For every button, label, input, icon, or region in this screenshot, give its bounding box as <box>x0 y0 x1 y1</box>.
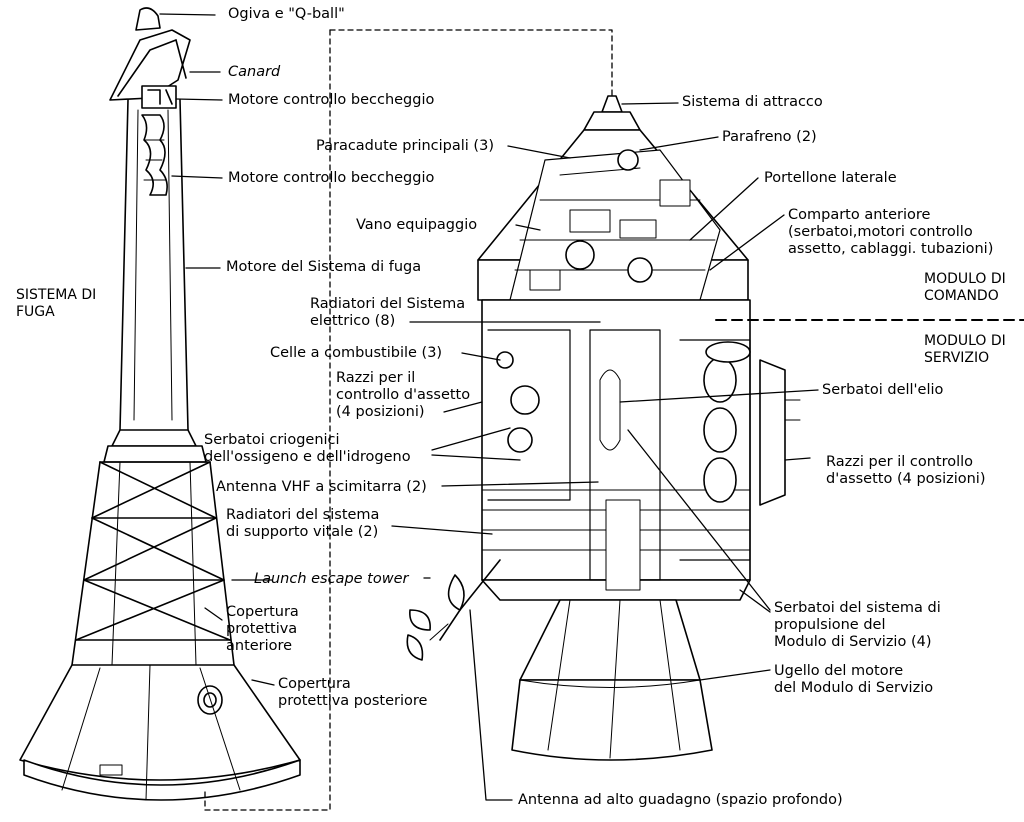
label-criogenici-line2: dell'ossigeno e dell'idrogeno <box>204 449 411 465</box>
label-copertura-ant-line3: anteriore <box>226 638 293 654</box>
section-modulo-comando: MODULO DI COMANDO <box>924 271 1006 305</box>
section-sistema-fuga-line2: FUGA <box>16 304 55 320</box>
label-razzi-dx: Razzi per il controllo d'assetto (4 posi… <box>826 454 986 488</box>
label-ugello: Ugello del motore del Modulo di Servizio <box>774 663 933 697</box>
label-antenna-vhf: Antenna VHF a scimitarra (2) <box>216 479 427 495</box>
label-razzi-sx: Razzi per il controllo d'assetto (4 posi… <box>336 370 470 421</box>
section-modulo-servizio-line2: SERVIZIO <box>924 350 990 366</box>
label-portellone: Portellone laterale <box>764 170 897 186</box>
label-motore-fuga: Motore del Sistema di fuga <box>226 259 422 275</box>
label-copertura-posteriore: Copertura protettiva posteriore <box>278 676 427 710</box>
label-motore-beccheggio-2: Motore controllo beccheggio <box>228 170 435 186</box>
label-celle: Celle a combustibile (3) <box>270 345 443 361</box>
label-razzi-dx-line2: d'assetto (4 posizioni) <box>826 471 986 487</box>
label-ugello-line1: Ugello del motore <box>774 663 904 679</box>
label-serbatoi-propulsione: Serbatoi del sistema di propulsione del … <box>774 600 941 651</box>
label-paracadute: Paracadute principali (3) <box>316 138 494 154</box>
label-serbatoi-propulsione-line3: Modulo di Servizio (4) <box>774 634 932 650</box>
label-radiatori-vitale: Radiatori del sistema di supporto vitale… <box>226 507 379 541</box>
label-motore-beccheggio-1: Motore controllo beccheggio <box>228 92 435 108</box>
label-serbatoi-propulsione-line2: propulsione del <box>774 617 886 633</box>
section-modulo-servizio-line1: MODULO DI <box>924 333 1006 349</box>
label-radiatori-vitale-line2: di supporto vitale (2) <box>226 524 379 540</box>
label-razzi-sx-line2: controllo d'assetto <box>336 387 471 403</box>
label-sistema-attracco: Sistema di attracco <box>682 94 823 110</box>
leader-lines <box>159 13 1024 811</box>
label-razzi-dx-line1: Razzi per il controllo <box>826 454 974 470</box>
command-module-drawing <box>477 95 749 321</box>
label-comparto-line3: assetto, cablaggi. tubazioni) <box>788 241 994 257</box>
label-radiatori-vitale-line1: Radiatori del sistema <box>226 507 380 523</box>
section-modulo-comando-line1: MODULO DI <box>924 271 1006 287</box>
section-sistema-fuga-line1: SISTEMA DI <box>16 287 97 303</box>
label-ugello-line2: del Modulo di Servizio <box>774 680 934 696</box>
label-canard: Canard <box>228 64 281 80</box>
label-copertura-anteriore: Copertura protettiva anteriore <box>226 604 299 655</box>
label-comparto-line2: (serbatoi,motori controllo <box>788 224 973 240</box>
label-ogiva: Ogiva e "Q-ball" <box>228 6 345 22</box>
label-radiatori-elettrico-line2: elettrico (8) <box>310 313 396 329</box>
label-criogenici-line1: Serbatoi criogenici <box>204 432 340 448</box>
label-copertura-ant-line2: protettiva <box>226 621 298 637</box>
label-criogenici: Serbatoi criogenici dell'ossigeno e dell… <box>204 432 411 466</box>
label-comparto-line1: Comparto anteriore <box>788 207 931 223</box>
label-serbatoi-elio: Serbatoi dell'elio <box>822 382 944 398</box>
label-radiatori-elettrico-line1: Radiatori del Sistema <box>310 296 466 312</box>
label-copertura-post-line1: Copertura <box>278 676 351 692</box>
section-modulo-servizio: MODULO DI SERVIZIO <box>924 333 1006 367</box>
label-serbatoi-propulsione-line1: Serbatoi del sistema di <box>774 600 941 616</box>
label-parafreno: Parafreno (2) <box>722 129 817 145</box>
label-vano-equipaggio: Vano equipaggio <box>356 217 478 233</box>
service-module-drawing <box>406 299 801 761</box>
launch-escape-system-drawing <box>19 7 301 801</box>
label-radiatori-elettrico: Radiatori del Sistema elettrico (8) <box>310 296 465 330</box>
label-launch-tower: Launch escape tower <box>254 571 409 587</box>
label-comparto-anteriore: Comparto anteriore (serbatoi,motori cont… <box>788 207 993 258</box>
label-copertura-ant-line1: Copertura <box>226 604 299 620</box>
label-razzi-sx-line1: Razzi per il <box>336 370 416 386</box>
section-sistema-fuga: SISTEMA DI FUGA <box>16 287 96 321</box>
label-copertura-post-line2: protettiva posteriore <box>278 693 428 709</box>
section-modulo-comando-line2: COMANDO <box>924 288 999 304</box>
label-razzi-sx-line3: (4 posizioni) <box>336 404 425 420</box>
label-antenna-hg: Antenna ad alto guadagno (spazio profond… <box>518 792 843 808</box>
